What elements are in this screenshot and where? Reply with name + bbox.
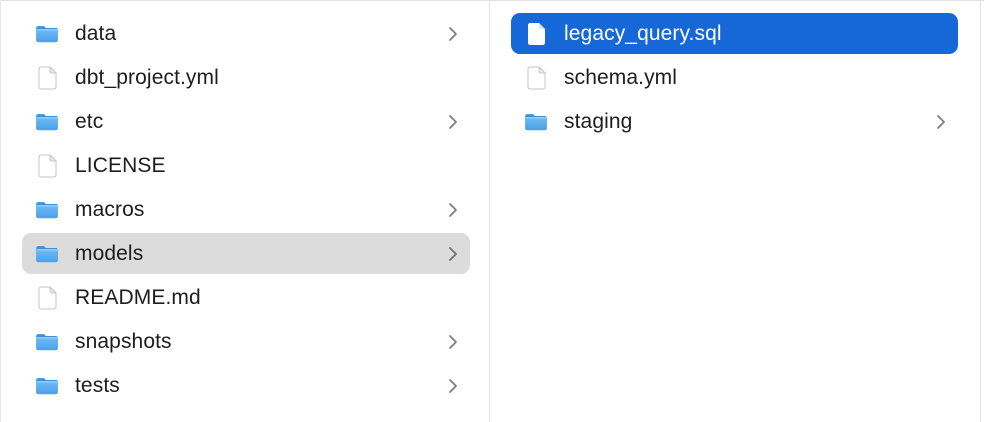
chevron-right-icon [936,114,946,130]
list-item-schema-yml[interactable]: schema.yml [511,57,958,98]
item-label: tests [75,374,120,397]
item-label: models [75,242,144,265]
file-icon [524,66,548,90]
file-icon [35,66,59,90]
list-item-license[interactable]: LICENSE [22,145,470,186]
folder-icon [35,242,59,266]
list-item-snapshots[interactable]: snapshots [22,321,470,362]
chevron-right-icon [448,246,458,262]
chevron-right-icon [448,378,458,394]
item-label: dbt_project.yml [75,66,219,89]
list-item-staging[interactable]: staging [511,101,958,142]
item-label: staging [564,110,633,133]
item-label: README.md [75,286,201,309]
item-label: macros [75,198,145,221]
list-item-readme-md[interactable]: README.md [22,277,470,318]
chevron-right-icon [448,114,458,130]
item-label: snapshots [75,330,172,353]
file-icon [35,286,59,310]
list-item-etc[interactable]: etc [22,101,470,142]
list-item-dbt-project-yml[interactable]: dbt_project.yml [22,57,470,98]
folder-icon [35,110,59,134]
list-item-models-selected[interactable]: models [22,233,470,274]
folder-icon [35,22,59,46]
list-item-legacy-query-sql-selected[interactable]: legacy_query.sql [511,13,958,54]
file-icon [524,22,548,46]
folder-icon [524,110,548,134]
file-icon [35,154,59,178]
finder-column-right: legacy_query.sql schema.yml staging [490,1,981,422]
chevron-right-icon [448,26,458,42]
finder-column-left: data dbt_project.yml etc LICENSE macros … [1,1,490,422]
list-item-data[interactable]: data [22,13,470,54]
item-label: etc [75,110,104,133]
item-label: schema.yml [564,66,678,89]
chevron-right-icon [448,202,458,218]
item-label: data [75,22,117,45]
chevron-right-icon [448,334,458,350]
item-label: legacy_query.sql [564,22,722,45]
list-item-macros[interactable]: macros [22,189,470,230]
folder-icon [35,374,59,398]
folder-icon [35,330,59,354]
item-label: LICENSE [75,154,166,177]
list-item-tests[interactable]: tests [22,365,470,406]
folder-icon [35,198,59,222]
